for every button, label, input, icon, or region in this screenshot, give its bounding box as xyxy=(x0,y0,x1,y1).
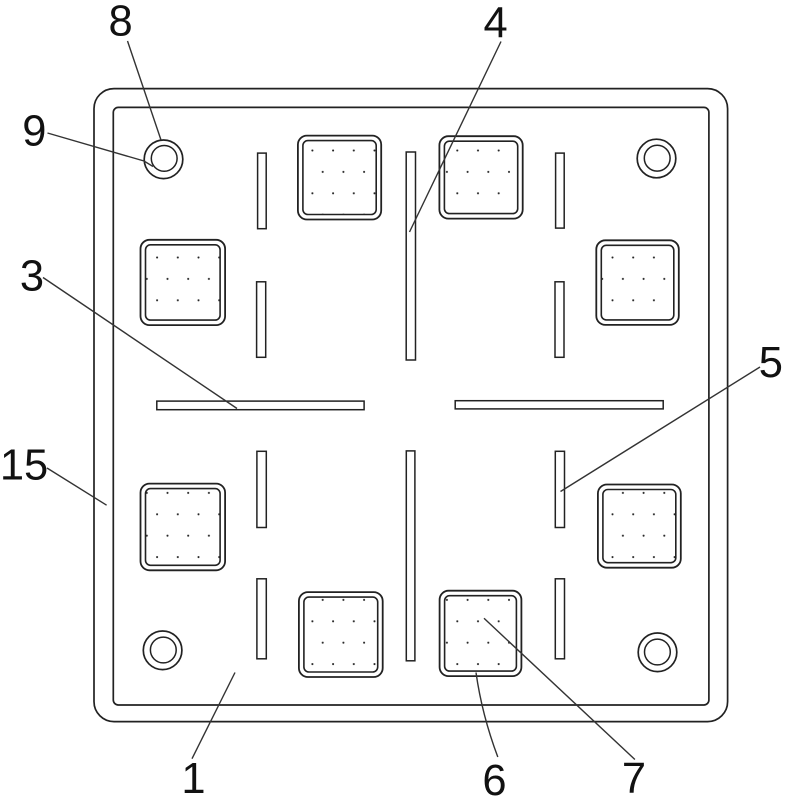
svg-text:9: 9 xyxy=(22,108,46,156)
svg-text:1: 1 xyxy=(181,755,205,800)
svg-text:6: 6 xyxy=(482,757,506,800)
svg-text:8: 8 xyxy=(108,0,132,46)
svg-text:15: 15 xyxy=(0,442,48,490)
svg-text:4: 4 xyxy=(483,0,507,47)
svg-text:5: 5 xyxy=(759,339,783,387)
svg-text:7: 7 xyxy=(622,755,646,800)
svg-text:3: 3 xyxy=(20,252,44,300)
